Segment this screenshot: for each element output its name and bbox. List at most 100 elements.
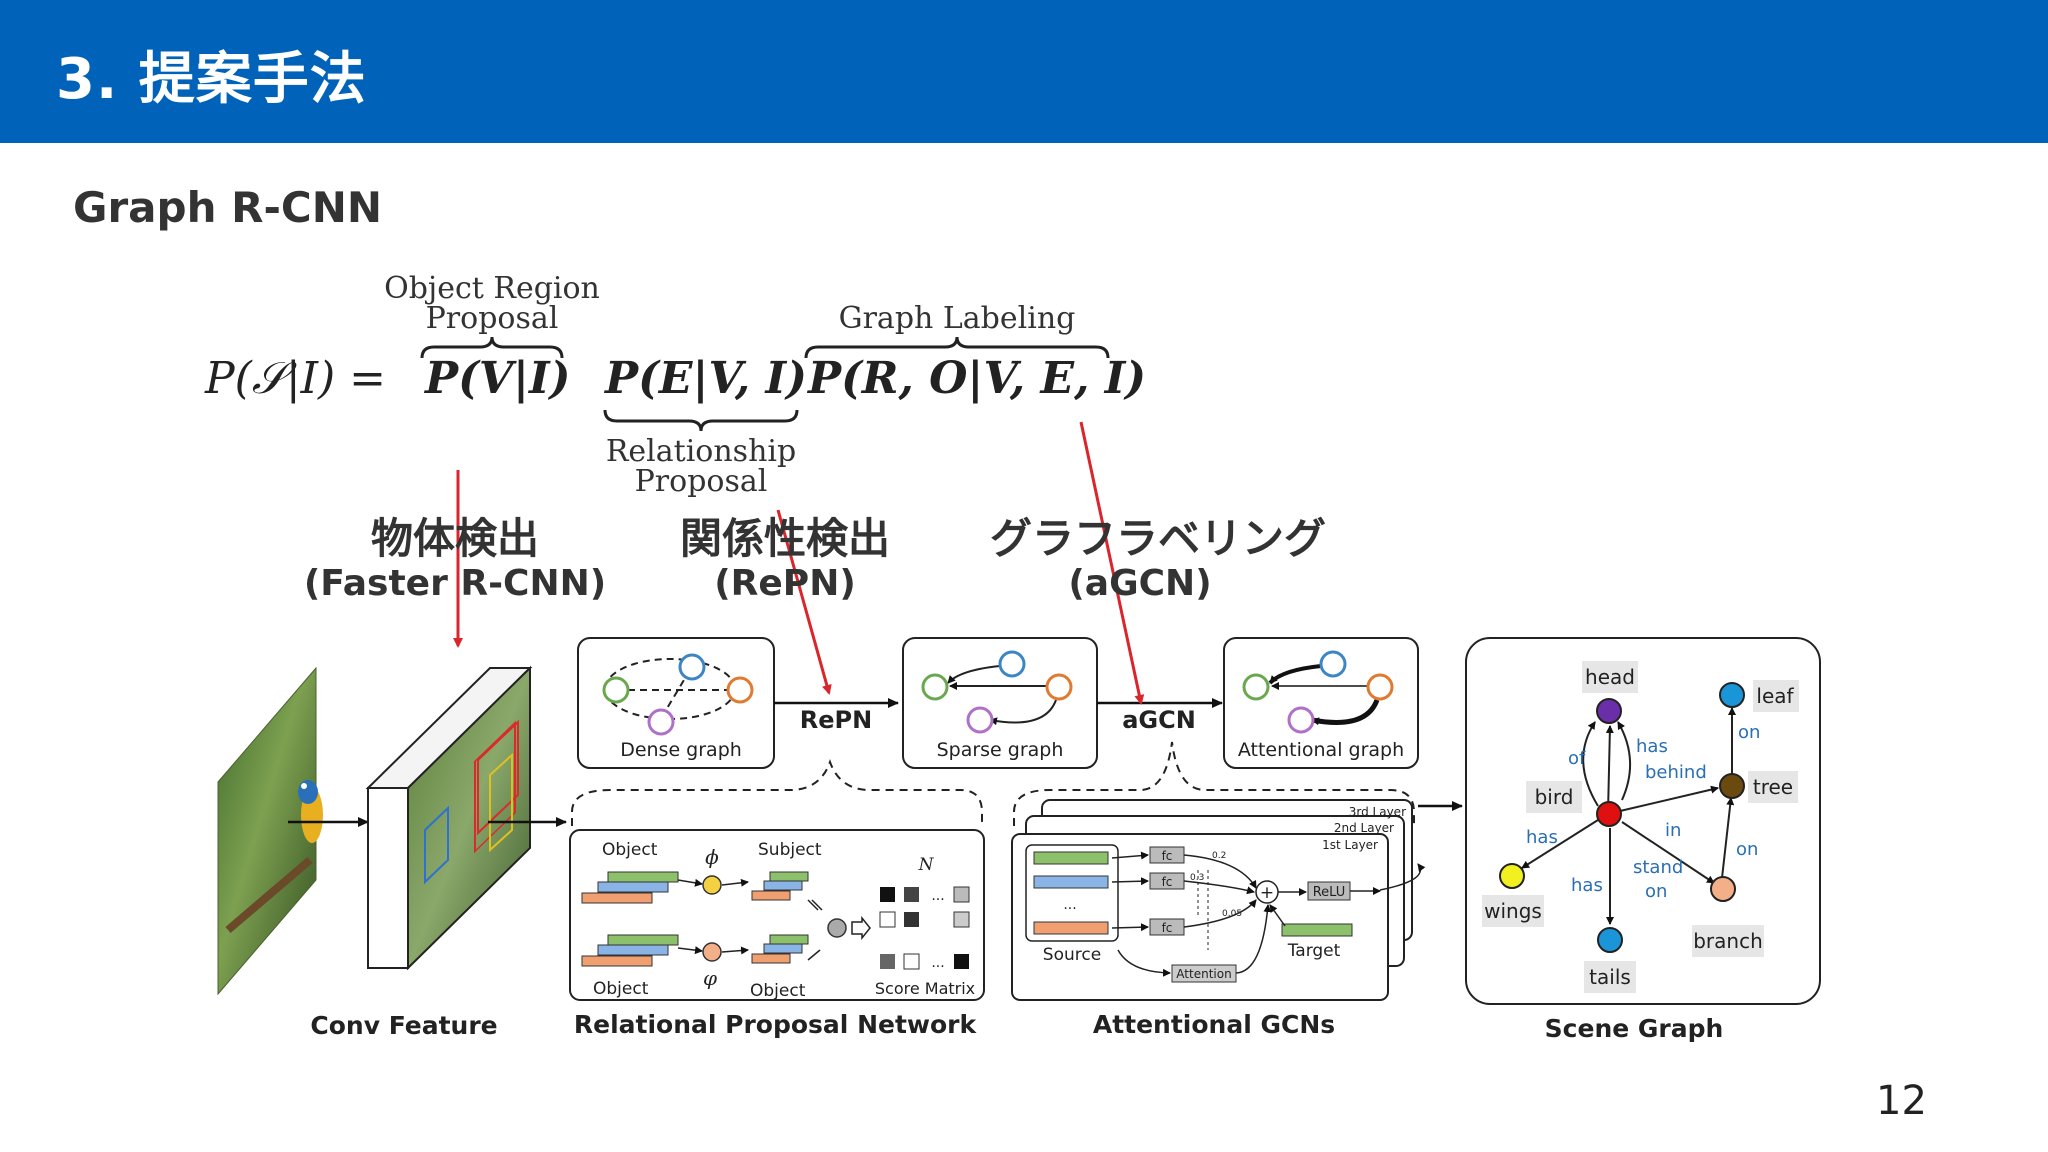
agcn-relu: ReLU: [1313, 885, 1346, 900]
edge-stand: stand: [1633, 857, 1683, 878]
underbrace-relationship-proposal: [603, 409, 799, 432]
graph-node-green: [921, 673, 949, 701]
agcn-label: aGCN: [1122, 706, 1196, 734]
slide-title: 3. 提案手法: [56, 47, 367, 112]
stage-relationship-jp: 関係性検出: [679, 514, 890, 563]
attentional-graph-box: Attentional graph: [1223, 637, 1419, 769]
scene-graph-title: Scene Graph: [1545, 1014, 1724, 1043]
node-branch: [1710, 876, 1736, 902]
stage-graph-labeling-en: (aGCN): [1068, 563, 1212, 604]
page-number: 12: [1876, 1078, 1927, 1124]
section-subtitle: Graph R-CNN: [73, 183, 383, 232]
label-head: head: [1585, 665, 1635, 689]
graph-node-purple: [647, 708, 675, 736]
label-bird: bird: [1535, 785, 1574, 809]
formula-term3: P(R, O|V, E, I): [806, 353, 1146, 404]
label-tree: tree: [1753, 775, 1793, 799]
stage-relationship-en: (RePN): [714, 563, 856, 604]
agcn-fc-2: fc: [1162, 875, 1173, 889]
header-bar: 3. 提案手法: [0, 0, 2048, 143]
node-tree: [1719, 773, 1745, 799]
graph-node-purple: [1287, 706, 1315, 734]
edge-stand-on: on: [1645, 881, 1667, 902]
conv-feature-label: Conv Feature: [310, 1011, 497, 1040]
label-tails: tails: [1589, 965, 1631, 989]
stage-object-detection-jp: 物体検出: [370, 514, 539, 563]
score-matrix-label: Score Matrix: [875, 979, 975, 998]
graph-node-blue: [678, 653, 706, 681]
relationship-label: Relationship: [606, 434, 796, 469]
agcn-callout: [1013, 741, 1415, 826]
probability-formula: P(𝒮|I) = P(V|I) P(E|V, I) P(R, O|V, E, I…: [204, 271, 1146, 499]
graph-node-orange: [1045, 673, 1073, 701]
graph-node-blue: [1319, 650, 1347, 678]
edge-on-branch: on: [1736, 839, 1758, 860]
agcn-dots: ...: [1063, 897, 1076, 913]
rpn-dots-2: ...: [931, 955, 944, 971]
object-region-label: Object Region: [384, 271, 600, 306]
agcn-layer3: 3rd Layer: [1349, 805, 1406, 819]
formula-lhs: P(𝒮|I) =: [204, 353, 386, 404]
stage-object-detection-en: (Faster R-CNN): [303, 563, 607, 604]
agcn-title: Attentional GCNs: [1093, 1010, 1335, 1039]
node-bird: [1596, 801, 1622, 827]
graph-labeling-label: Graph Labeling: [839, 301, 1076, 336]
graph-node-green: [602, 676, 630, 704]
agcn-fc-3: fc: [1162, 921, 1173, 935]
repn-callout: [571, 759, 983, 826]
rpn-object-bottom-right: Object: [750, 981, 806, 1001]
stage-graph-labeling-jp: グラフラベリング: [990, 514, 1327, 563]
edge-behind: behind: [1645, 762, 1707, 783]
overbrace-object-proposal: [420, 336, 564, 359]
input-image: [217, 666, 323, 996]
rpn-n: N: [918, 855, 935, 875]
graph-node-purple: [966, 706, 994, 734]
edge-has-1: has: [1636, 736, 1668, 757]
rpn-object-top: Object: [602, 840, 658, 860]
label-branch: branch: [1693, 929, 1763, 953]
svg-text:+: +: [1260, 883, 1274, 903]
agcn-layer2: 2nd Layer: [1334, 821, 1394, 835]
agcn-weight-3: 0.05: [1222, 909, 1242, 919]
edge-in: in: [1665, 820, 1681, 841]
label-wings: wings: [1484, 899, 1542, 923]
rpn-phi: ϕ: [705, 845, 719, 869]
edge-on-leaf: on: [1738, 722, 1760, 743]
graph-node-orange: [726, 676, 754, 704]
formula-term1: P(V|I): [423, 353, 570, 404]
attentional-graph-label: Attentional graph: [1238, 739, 1404, 761]
dense-graph-box: Dense graph: [577, 637, 775, 769]
sparse-graph-box: Sparse graph: [902, 637, 1098, 769]
node-tails: [1597, 927, 1623, 953]
graph-node-orange: [1366, 673, 1394, 701]
edge-has-wings: has: [1526, 827, 1558, 848]
agcn-panel: 3rd Layer 2nd Layer 1st Layer ... Source…: [1011, 799, 1426, 1001]
overbrace-graph-labeling: [804, 336, 1110, 359]
dense-graph-label: Dense graph: [620, 739, 742, 761]
conv-feature-block: [365, 665, 533, 971]
rpn-subject: Subject: [758, 840, 822, 860]
repn-label: RePN: [800, 706, 872, 734]
node-wings: [1499, 863, 1525, 889]
red-arrow-relationship: [776, 509, 832, 695]
rpn-object-bottom-left: Object: [593, 979, 649, 999]
node-head: [1596, 698, 1622, 724]
object-proposal-label: Proposal: [426, 301, 559, 336]
agcn-fc-1: fc: [1162, 849, 1173, 863]
graph-node-green: [1242, 673, 1270, 701]
agcn-attention-label: Attention: [1176, 967, 1231, 981]
agcn-source-label: Source: [1043, 945, 1101, 965]
agcn-layer1: 1st Layer: [1322, 838, 1378, 852]
formula-term2: P(E|V, I): [603, 353, 807, 404]
edge-of: of: [1568, 748, 1586, 769]
rpn-panel: Object Subject ϕ φ Object Object N: [569, 829, 985, 1001]
agcn-target-label: Target: [1287, 941, 1341, 961]
graph-node-blue: [998, 650, 1026, 678]
edge-has-tails: has: [1571, 875, 1603, 896]
node-leaf: [1719, 682, 1745, 708]
agcn-weight-1: 0.2: [1212, 851, 1226, 861]
label-leaf: leaf: [1756, 684, 1794, 708]
relationship-proposal-label: Proposal: [635, 464, 768, 499]
scene-graph-panel: head leaf bird tree wings branch tails o…: [1465, 637, 1821, 1005]
